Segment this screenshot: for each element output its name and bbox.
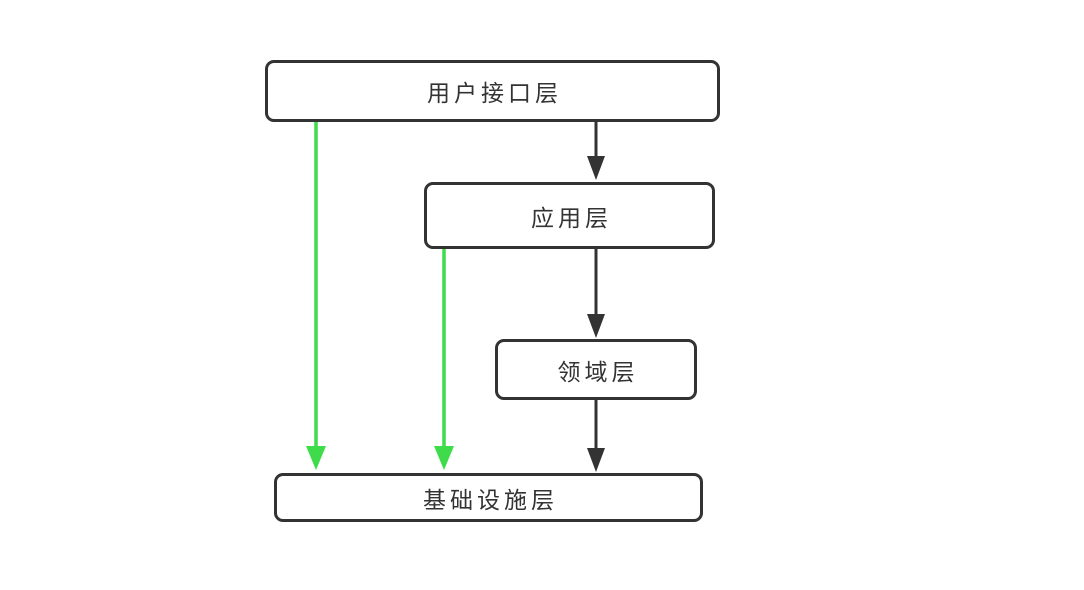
edge-ui-to-application — [587, 122, 605, 180]
node-domain-layer: 领域层 — [495, 339, 697, 400]
arrowhead-down-icon — [587, 314, 605, 338]
node-ui-layer: 用户接口层 — [265, 60, 720, 122]
node-application-layer-label: 应用层 — [531, 205, 612, 232]
edge-ui-to-infrastructure — [306, 122, 326, 470]
node-application-layer: 应用层 — [424, 182, 715, 249]
node-infrastructure-layer-label: 基础设施层 — [423, 487, 558, 514]
arrowhead-down-icon — [434, 446, 454, 470]
edge-domain-to-infrastructure — [587, 400, 605, 472]
node-infrastructure-layer: 基础设施层 — [274, 473, 703, 522]
edge-application-to-infrastructure — [434, 249, 454, 470]
arrowhead-down-icon — [306, 446, 326, 470]
edge-application-to-domain — [587, 249, 605, 338]
node-ui-layer-label: 用户接口层 — [427, 81, 562, 107]
node-domain-layer-label: 领域层 — [557, 359, 639, 386]
arrowhead-down-icon — [587, 156, 605, 180]
arrowhead-down-icon — [587, 448, 605, 472]
